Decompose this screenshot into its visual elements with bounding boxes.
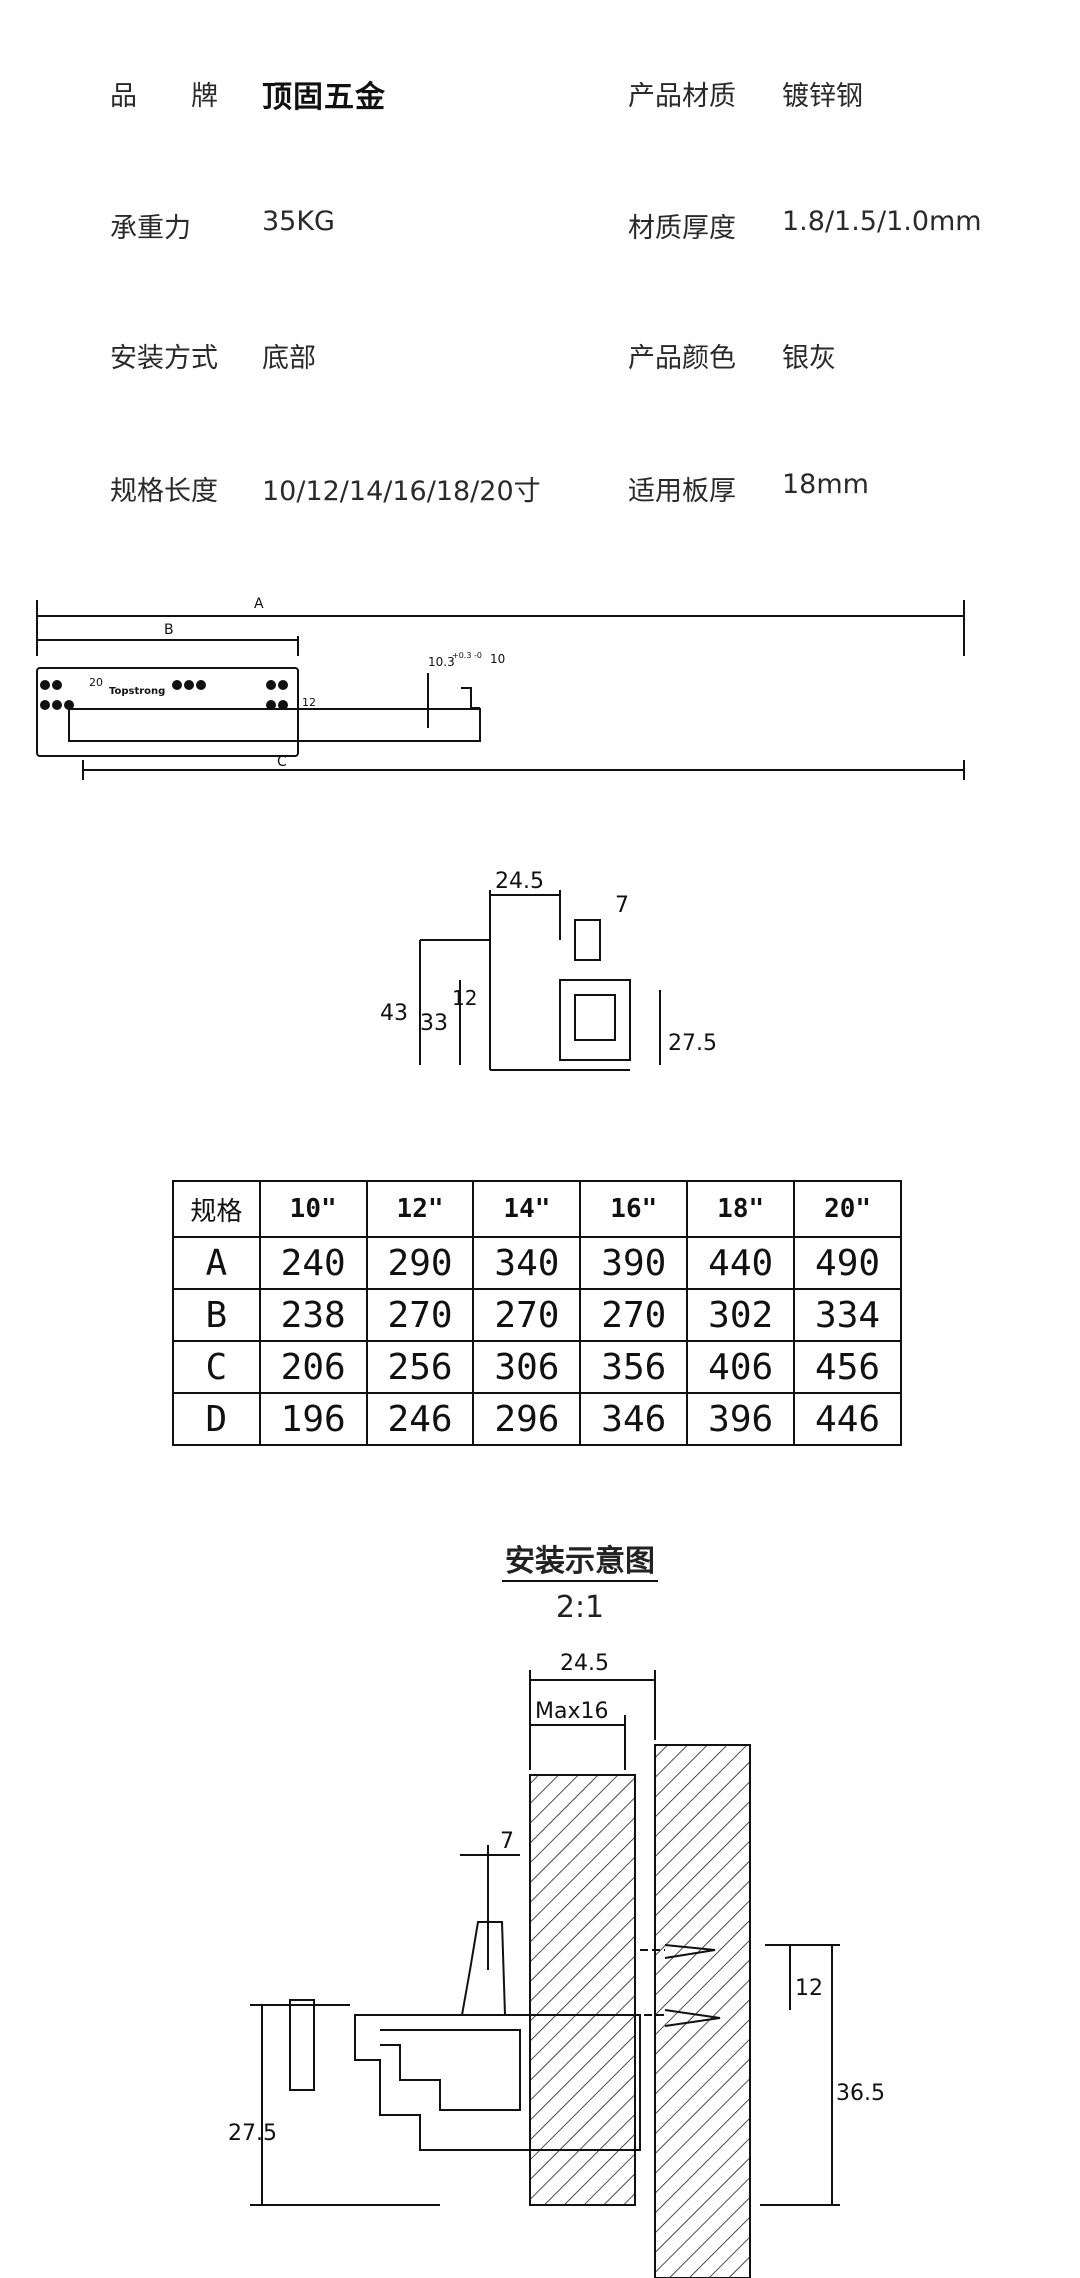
cell: 238 (258, 1288, 368, 1342)
cell: 296 (472, 1392, 582, 1446)
install-scale: 2:1 (555, 1590, 605, 1625)
cell: 440 (686, 1236, 796, 1290)
spec-value-length: 10/12/14/16/18/20寸 (262, 476, 541, 507)
cell: 206 (258, 1340, 368, 1394)
spec-label-install: 安装方式 (110, 343, 218, 374)
slide-rail (354, 2014, 641, 2151)
cell: 240 (258, 1236, 368, 1290)
row-label: B (172, 1288, 261, 1342)
header-cell: 规格 (172, 1180, 261, 1238)
cell: 346 (579, 1392, 689, 1446)
dim-a-label: A (254, 596, 264, 612)
cell: 302 (686, 1288, 796, 1342)
dim-10-3-label: 10.3 (428, 655, 455, 669)
dim-43-label: 43 (380, 1001, 408, 1026)
cell: 356 (579, 1340, 689, 1394)
dim-c-label: C (277, 754, 287, 770)
spec-label-thickness: 材质厚度 (628, 213, 736, 244)
table-header-row: 规格 10" 12" 14" 16" 18" 20" (172, 1180, 902, 1238)
dim-27-5-install-label: 27.5 (228, 2121, 277, 2146)
cell: 306 (472, 1340, 582, 1394)
spec-value-board: 18mm (782, 469, 869, 500)
dim-20-label: 20 (89, 676, 103, 689)
cell: 334 (793, 1288, 902, 1342)
spec-label-load: 承重力 (110, 213, 191, 244)
dim-24-5-install-label: 24.5 (560, 1651, 609, 1676)
spec-label-material: 产品材质 (628, 81, 736, 112)
spec-value-thickness: 1.8/1.5/1.0mm (782, 206, 982, 237)
spec-label-board: 适用板厚 (628, 476, 736, 507)
dim-b-label: B (164, 622, 174, 638)
dim-27-5-label: 27.5 (668, 1031, 717, 1056)
install-diagram: 24.5 Max16 7 12 36.5 27.5 (228, 1651, 885, 2278)
cell: 446 (793, 1392, 902, 1446)
screw (664, 1944, 721, 2027)
dim-36-5-label: 36.5 (836, 2081, 885, 2106)
dim-max16-label: Max16 (535, 1699, 608, 1724)
spec-value-load: 35KG (262, 206, 335, 237)
row-label: A (172, 1236, 261, 1290)
header-cell: 10" (258, 1180, 368, 1238)
side-view-drawing: A B Topstrong 20 12 C 10.3 +0.3 -0 10 (36, 596, 965, 780)
install-title: 安装示意图 (505, 1544, 655, 1579)
header-cell: 18" (686, 1180, 796, 1238)
spec-label-length: 规格长度 (110, 476, 218, 507)
header-cell: 14" (472, 1180, 582, 1238)
spec-label-brand: 品 牌 (110, 81, 218, 112)
cell: 270 (472, 1288, 582, 1342)
dim-10-label: 10 (490, 652, 505, 666)
row-label: D (172, 1392, 261, 1446)
cell: 270 (365, 1288, 475, 1342)
spec-value-color: 银灰 (782, 343, 836, 374)
spec-value-material: 镀锌钢 (782, 81, 863, 112)
spec-label-color: 产品颜色 (628, 343, 736, 374)
cell: 256 (365, 1340, 475, 1394)
title-underline (502, 1580, 658, 1582)
cell: 456 (793, 1340, 902, 1394)
cell: 490 (793, 1236, 902, 1290)
dim-24-5-label: 24.5 (495, 869, 544, 894)
cell: 246 (365, 1392, 475, 1446)
section-view-drawing: 24.5 7 43 33 12 27.5 (380, 869, 717, 1071)
spec-value-install: 底部 (262, 343, 316, 374)
header-cell: 16" (579, 1180, 689, 1238)
dim-tolerance-label: +0.3 -0 (452, 651, 482, 660)
header-cell: 20" (793, 1180, 902, 1238)
dim-7-label: 7 (615, 893, 629, 918)
dim-12-install-label: 12 (795, 1976, 823, 2001)
brand-logo: 顶固五金 (262, 80, 386, 115)
drawer-side-panel (529, 1774, 636, 2206)
dim-7-install-label: 7 (500, 1829, 514, 1854)
mounting-holes (40, 680, 288, 710)
dim-12-label: 12 (302, 696, 316, 709)
rail-logo: Topstrong (109, 686, 165, 697)
cell: 406 (686, 1340, 796, 1394)
cell: 196 (258, 1392, 368, 1446)
cell: 390 (579, 1236, 689, 1290)
locking-clip (460, 1921, 507, 2016)
row-label: C (172, 1340, 261, 1394)
cell: 290 (365, 1236, 475, 1290)
dim-33-label: 33 (420, 1011, 448, 1036)
header-cell: 12" (365, 1180, 475, 1238)
cell: 340 (472, 1236, 582, 1290)
cell: 270 (579, 1288, 689, 1342)
dim-12-section-label: 12 (452, 986, 477, 1010)
cell: 396 (686, 1392, 796, 1446)
